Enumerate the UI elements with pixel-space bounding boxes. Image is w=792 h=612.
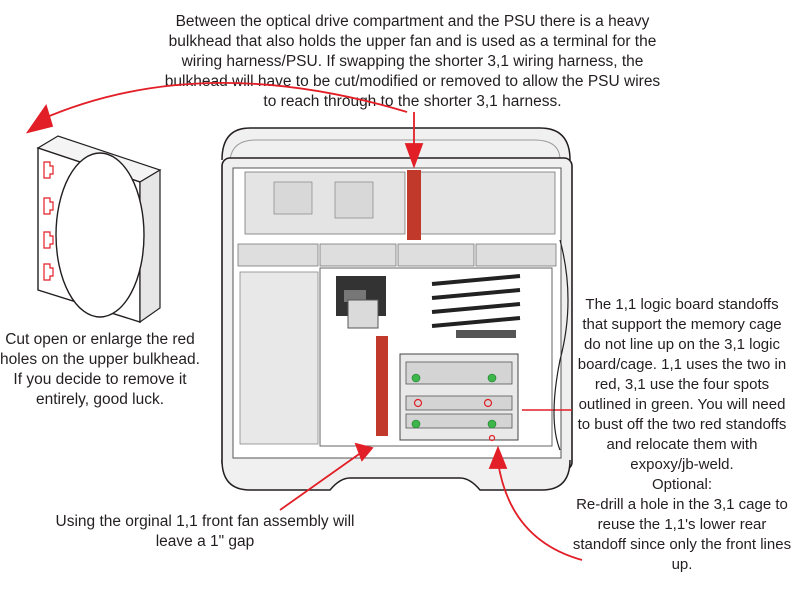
pci-slots	[431, 274, 521, 328]
optical-drive-bay	[244, 171, 406, 235]
bulkhead-red-holes	[43, 161, 54, 281]
drive-sleds	[237, 243, 557, 267]
arrow-to-fan-gap	[279, 451, 363, 511]
bulkhead-holes-note: Cut open or enlarge the red holes on the…	[0, 331, 200, 408]
red-standoffs	[413, 398, 496, 442]
green-standoffs	[411, 373, 497, 429]
standoffs-note: The 1,1 logic board standoffs that suppo…	[572, 296, 792, 573]
annotation-arrows	[25, 82, 583, 561]
bulkhead-highlight	[407, 170, 421, 240]
arrow-to-lower-standoff	[497, 461, 583, 561]
arrow-to-bulkhead-illustration	[39, 82, 408, 121]
mac-pro-case	[221, 127, 573, 491]
bulkhead-illustration	[36, 135, 162, 324]
front-fan-gap-highlight	[376, 336, 388, 436]
front-fan-gap-note: Using the orginal 1,1 front fan assembly…	[55, 513, 355, 550]
fan-opening	[55, 152, 145, 318]
bulkhead-note: Between the optical drive compartment an…	[164, 13, 661, 110]
